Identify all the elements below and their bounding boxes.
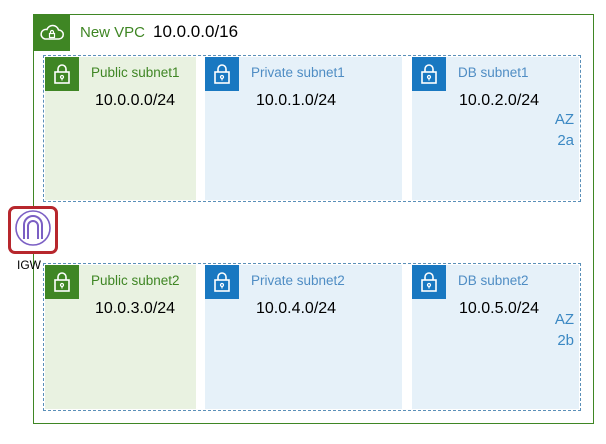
subnet-cidr: 10.0.0.0/24 <box>95 92 176 109</box>
public-subnet-1: Public subnet1 10.0.0.0/24 <box>45 57 196 200</box>
subnet-cidr: 10.0.3.0/24 <box>95 300 176 317</box>
lock-icon <box>412 57 446 91</box>
subnet-cidr: 10.0.5.0/24 <box>459 300 540 317</box>
subnet-name: Private subnet1 <box>251 65 345 80</box>
cloud-lock-icon <box>34 15 70 51</box>
az-label-line1: AZ <box>554 111 574 128</box>
public-subnet-2: Public subnet2 10.0.3.0/24 <box>45 265 196 409</box>
az-label-line2: 2b <box>557 332 574 349</box>
subnet-name: DB subnet2 <box>458 273 529 288</box>
vpc-container: New VPC 10.0.0.0/16 Public subnet1 10.0.… <box>33 14 594 424</box>
subnet-name: Public subnet2 <box>91 273 180 288</box>
lock-icon <box>45 57 79 91</box>
vpc-title: New VPC <box>80 24 146 41</box>
az-label-line2: 2a <box>557 132 574 149</box>
lock-icon <box>412 265 446 299</box>
subnet-name: Private subnet2 <box>251 273 345 288</box>
az-label-line1: AZ <box>554 311 574 328</box>
private-subnet-2: Private subnet2 10.0.4.0/24 <box>205 265 402 409</box>
db-subnet-1: DB subnet1 10.0.2.0/24 <box>412 57 579 200</box>
db-subnet-2: DB subnet2 10.0.5.0/24 <box>412 265 579 409</box>
subnet-cidr: 10.0.2.0/24 <box>459 92 540 109</box>
igw-label: IGW <box>17 258 41 272</box>
subnet-cidr: 10.0.1.0/24 <box>256 92 337 109</box>
subnet-name: Public subnet1 <box>91 65 180 80</box>
lock-icon <box>205 57 239 91</box>
subnet-cidr: 10.0.4.0/24 <box>256 300 337 317</box>
vpc-cidr: 10.0.0.0/16 <box>153 22 239 41</box>
az-label: AZ 2b <box>555 309 574 351</box>
az-label: AZ 2a <box>555 109 574 151</box>
lock-icon <box>205 265 239 299</box>
lock-icon <box>45 265 79 299</box>
availability-zone-2a: Public subnet1 10.0.0.0/24 Private subne… <box>43 55 581 202</box>
internet-gateway-icon <box>14 209 52 252</box>
internet-gateway <box>8 206 58 254</box>
subnet-name: DB subnet1 <box>458 65 529 80</box>
availability-zone-2b: Public subnet2 10.0.3.0/24 Private subne… <box>43 263 581 411</box>
private-subnet-1: Private subnet1 10.0.1.0/24 <box>205 57 402 200</box>
